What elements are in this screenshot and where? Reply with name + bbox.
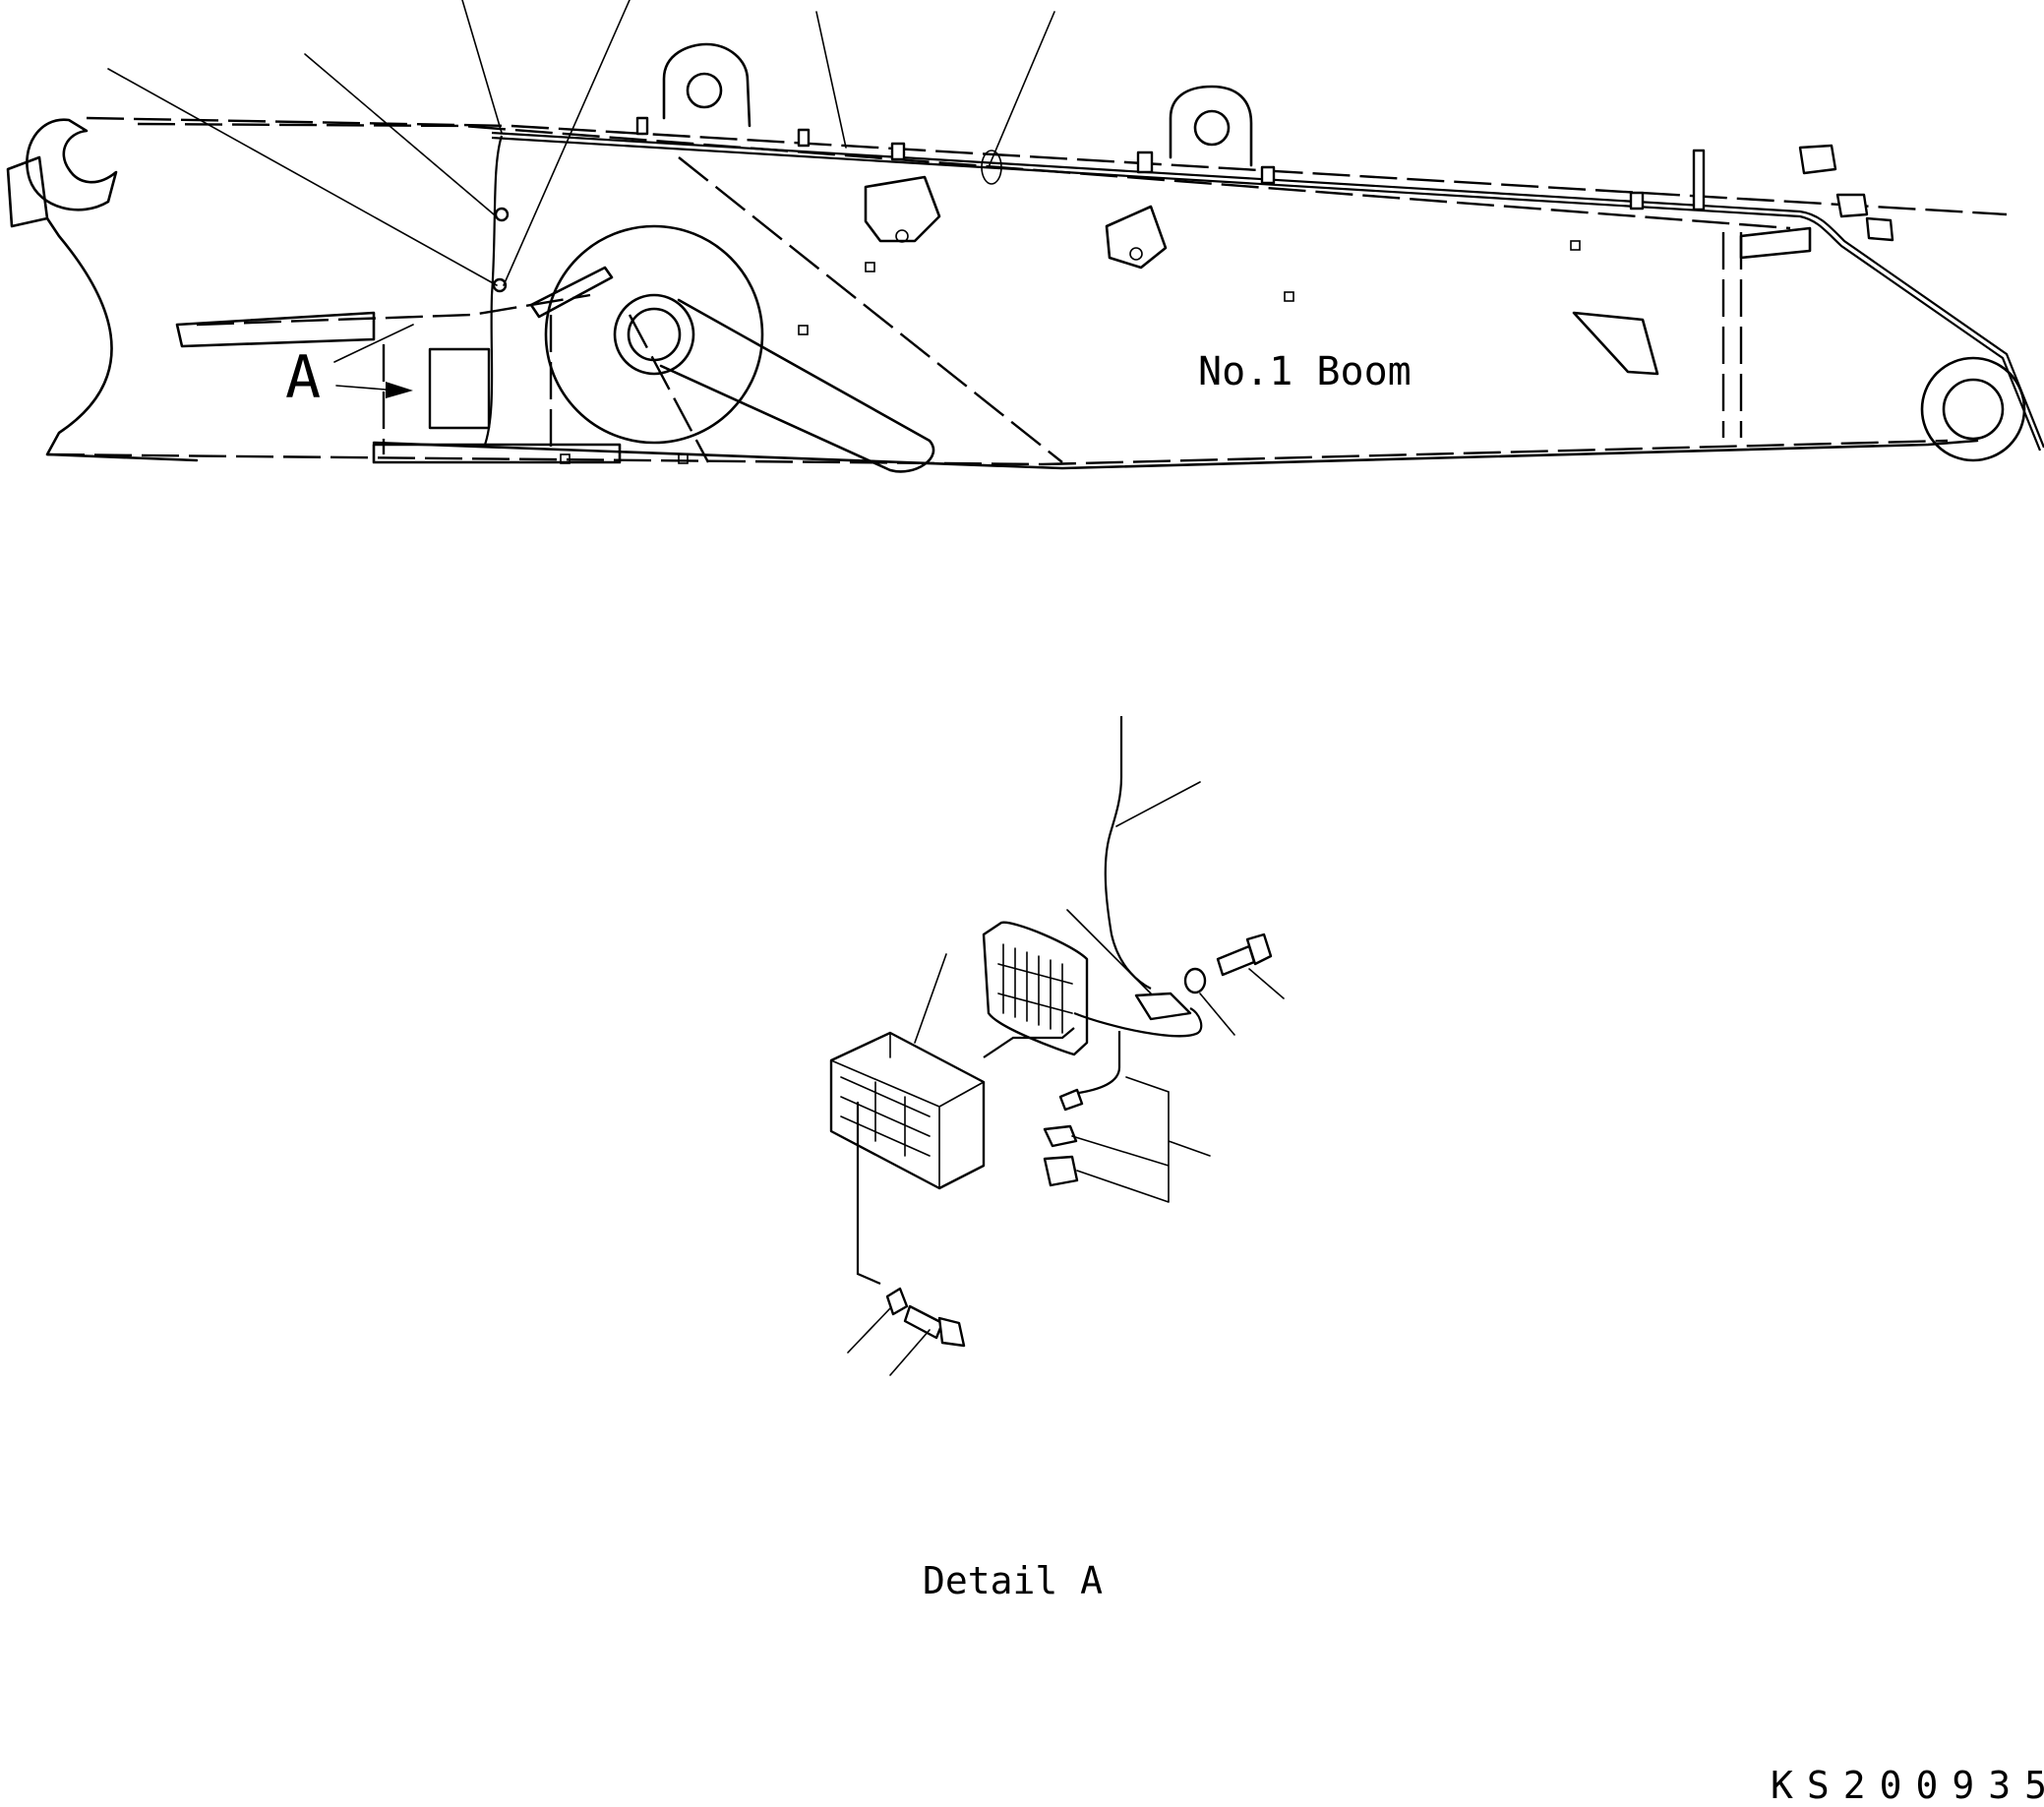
clip-marker-4 <box>1570 240 1581 251</box>
detail-leader-bolt-top <box>1248 968 1285 999</box>
detail-bolt-top <box>1216 944 1256 977</box>
junction-box <box>428 347 491 430</box>
leader-5 <box>815 11 847 149</box>
harness-clip-6 <box>492 277 508 293</box>
harness-drop <box>482 135 504 449</box>
detail-controller-top <box>830 1032 985 1189</box>
pad-2-bolt <box>1129 247 1143 261</box>
detail-washer-top <box>1183 967 1207 994</box>
view-marker-label: A <box>285 343 321 412</box>
lift-lug-right <box>1169 85 1253 167</box>
boom-bottom-edge <box>46 439 1949 466</box>
detail-washer-bottom <box>885 1287 909 1316</box>
boom-point-bracket <box>1739 226 1812 260</box>
detail-clip <box>1058 1088 1084 1112</box>
lift-lug-left-hole <box>686 72 723 109</box>
detail-controller-box <box>829 1031 986 1190</box>
detail-bolt-top-head <box>1245 933 1273 966</box>
drawing-number: KS200935 <box>1771 1764 2044 1807</box>
detail-leader-washer-top <box>1199 993 1235 1036</box>
stub-1 <box>635 116 649 136</box>
harness-clip-4 <box>1136 151 1154 174</box>
pad-1-bolt <box>895 229 909 243</box>
clip-marker-2 <box>798 325 809 335</box>
detail-leader-washer-bottom <box>847 1307 891 1354</box>
right-pad <box>1572 311 1659 376</box>
pad-1 <box>864 175 941 243</box>
detail-caption: Detail A <box>923 1559 1103 1602</box>
boom-cylinder-upper <box>529 266 614 319</box>
pad-2 <box>1105 205 1168 270</box>
clip-marker-5 <box>678 453 689 464</box>
detail-controller-wire <box>983 1027 1075 1058</box>
boom-lower-bar <box>372 443 622 464</box>
harness-main <box>491 131 2044 449</box>
detail-bracket-wire <box>1073 1007 1203 1038</box>
boom-diagonal-2 <box>628 314 710 463</box>
detail-connector-grid <box>997 943 1073 1034</box>
harness-main-2 <box>491 136 2042 452</box>
leader-lines-top <box>107 0 1055 363</box>
leader-1 <box>107 68 498 286</box>
boom-side-plate <box>45 216 199 462</box>
stub-3 <box>1692 149 1706 211</box>
cylinder-pin <box>627 307 682 362</box>
detail-bolt-bottom <box>903 1304 944 1340</box>
detail-connector <box>982 921 1089 1056</box>
boom-top-edge <box>86 116 2008 216</box>
harness-loop <box>981 150 1002 185</box>
wiring-harness <box>428 116 2044 452</box>
boom-inner-top <box>137 122 1791 230</box>
stub-2 <box>797 128 811 148</box>
clip-marker-3 <box>1284 291 1294 302</box>
harness-clip-1 <box>890 142 906 161</box>
detail-nut <box>1043 1124 1078 1148</box>
clip-marker-1 <box>865 262 875 272</box>
clip-marker-6 <box>560 453 571 464</box>
harness-clip-3 <box>1629 191 1645 211</box>
detail-leader-controller <box>914 953 947 1044</box>
detail-leader-wire <box>1115 781 1201 827</box>
detail-bolt-bottom-head <box>937 1316 966 1348</box>
detail-clamp-wire <box>1071 1031 1121 1096</box>
boom-assembly <box>6 42 2026 473</box>
end-connector-3 <box>1865 216 1894 242</box>
detail-clamp-bolt <box>1043 1155 1079 1187</box>
detail-controller-grid <box>840 1076 931 1157</box>
end-connector-2 <box>1835 193 1869 218</box>
cylinder-pin-boss <box>613 293 695 376</box>
arrow-right-icon <box>335 382 413 398</box>
lift-lug-right-hole <box>1193 109 1231 147</box>
detail-leader-bolt-bottom <box>889 1329 931 1376</box>
lift-lug-left <box>662 42 751 128</box>
harness-clip-2 <box>1260 165 1276 185</box>
boom-mid-bracket <box>175 311 376 348</box>
leader-6 <box>988 11 1055 168</box>
boom-bottom-plate <box>372 439 1979 470</box>
cylinder-pin-boss-outer <box>544 224 764 445</box>
leader-4 <box>503 0 631 286</box>
detail-lower-wire <box>856 1102 881 1286</box>
leader-3 <box>461 0 503 134</box>
boom-cylinder-rod <box>659 298 935 473</box>
end-connector-1 <box>1798 144 1837 175</box>
detail-a-assembly <box>829 716 1285 1376</box>
detail-bracket <box>1134 992 1192 1021</box>
detail-leader-connector <box>1066 909 1152 994</box>
leader-2 <box>304 53 495 215</box>
detail-leader-bracket <box>1071 1076 1211 1203</box>
boom-diagonal <box>678 156 1063 463</box>
boom-label: No.1 Boom <box>1198 349 1412 394</box>
detail-wire <box>1104 716 1152 990</box>
boom-foot-hook <box>26 118 118 211</box>
harness-clip-5 <box>494 207 510 222</box>
leader-7 <box>333 324 414 363</box>
boom-point-bore <box>1942 378 2005 441</box>
